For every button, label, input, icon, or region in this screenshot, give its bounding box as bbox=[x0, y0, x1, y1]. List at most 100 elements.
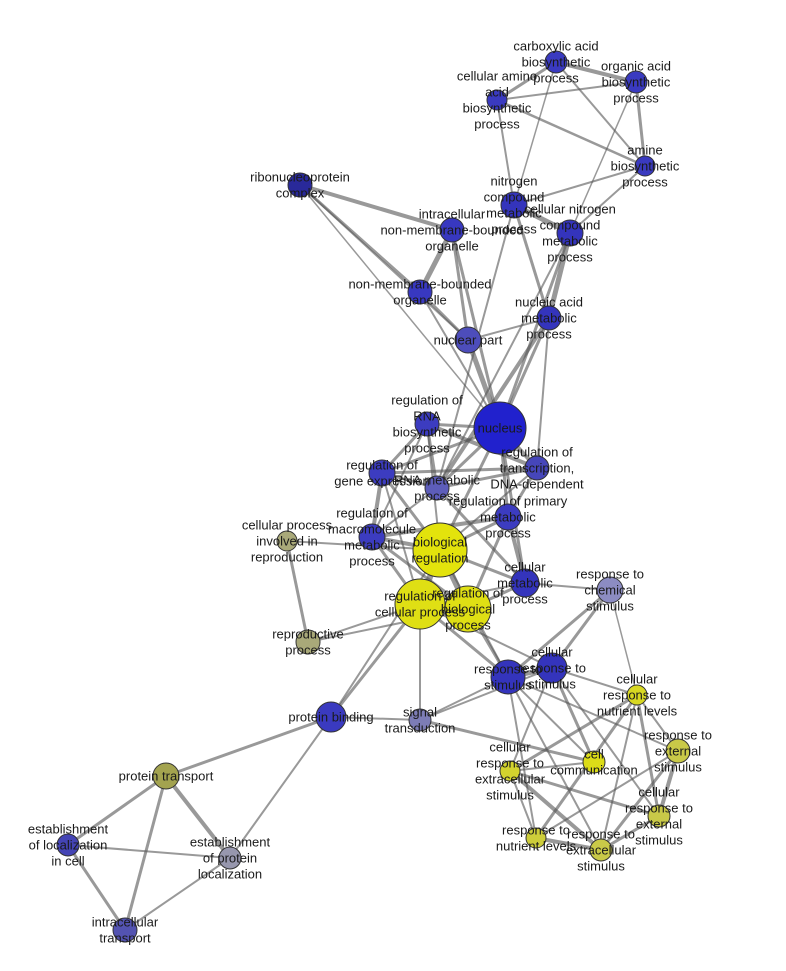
edge-rs-res bbox=[507, 676, 679, 752]
node-rs[interactable] bbox=[490, 659, 526, 695]
node-caa[interactable] bbox=[486, 89, 508, 111]
edge-org-amine bbox=[634, 80, 647, 168]
edges-layer bbox=[66, 60, 680, 932]
edge-org-caa bbox=[496, 81, 637, 101]
edge-amine-nitro bbox=[513, 165, 646, 206]
node-inmb[interactable] bbox=[439, 217, 465, 243]
edge-amine-cnc bbox=[569, 165, 646, 234]
node-elic[interactable] bbox=[56, 833, 80, 857]
node-rextra[interactable] bbox=[589, 838, 613, 862]
edge-crnl-cres bbox=[508, 693, 639, 773]
edge-res-rnl bbox=[535, 750, 679, 839]
node-nam[interactable] bbox=[536, 305, 562, 331]
node-ptrans[interactable] bbox=[152, 762, 180, 790]
edge-org-cnc bbox=[569, 81, 637, 234]
edge-cres-rnl bbox=[509, 770, 537, 839]
node-bioreg[interactable] bbox=[412, 522, 468, 578]
edge-ribo-inmb bbox=[298, 183, 454, 232]
node-rnam[interactable] bbox=[424, 475, 450, 501]
edge-ptrans-itrans bbox=[123, 774, 168, 932]
edge-crnl-rextra bbox=[600, 694, 638, 851]
edge-ccom-cres bbox=[509, 761, 595, 772]
node-crs[interactable] bbox=[536, 652, 568, 684]
edge-ptrans-elic bbox=[66, 774, 168, 847]
node-cnc[interactable] bbox=[556, 219, 584, 247]
node-itrans[interactable] bbox=[112, 917, 138, 943]
node-rmmp[interactable] bbox=[358, 523, 386, 551]
edge-rs-rextra bbox=[507, 676, 602, 851]
edge-cres-rextra bbox=[508, 769, 603, 852]
node-epl[interactable] bbox=[218, 846, 242, 870]
node-rcp[interactable] bbox=[394, 578, 446, 630]
node-npart[interactable] bbox=[454, 326, 482, 354]
edge-crs-cres bbox=[509, 667, 553, 772]
edge-caa-amine bbox=[495, 98, 647, 168]
edge-crs-sigt bbox=[419, 667, 553, 721]
edge-pbind-bioreg bbox=[330, 549, 441, 718]
node-rnl[interactable] bbox=[525, 827, 547, 849]
edge-cpir-repro bbox=[285, 539, 310, 644]
nodes-layer bbox=[56, 50, 691, 943]
edge-nitro-nam bbox=[512, 203, 551, 320]
edge-carb-amine bbox=[555, 61, 646, 167]
edge-ribo-nucleus bbox=[299, 184, 501, 429]
node-rrna[interactable] bbox=[414, 411, 440, 437]
node-res[interactable] bbox=[665, 738, 691, 764]
edge-rnam-cmp bbox=[435, 486, 527, 585]
edge-cnc-rnam bbox=[436, 232, 571, 489]
edge-elic-itrans bbox=[66, 843, 127, 932]
edge-caa-nitro bbox=[496, 99, 515, 206]
edge-crs-ccom bbox=[550, 666, 596, 764]
node-cres[interactable] bbox=[499, 760, 521, 782]
edge-rrna-rmmp bbox=[371, 423, 428, 538]
node-cmp[interactable] bbox=[510, 568, 540, 598]
node-carb[interactable] bbox=[544, 50, 568, 74]
edge-rs-rchem bbox=[506, 588, 612, 679]
edge-nam-rtdd bbox=[536, 317, 550, 469]
node-ribo[interactable] bbox=[287, 172, 313, 198]
node-ccom[interactable] bbox=[582, 750, 606, 774]
edge-crnl-crexs bbox=[635, 693, 661, 818]
node-org[interactable] bbox=[624, 70, 648, 94]
edge-rs-rnl bbox=[507, 676, 537, 839]
edge-epl-elic bbox=[67, 844, 231, 859]
node-repro[interactable] bbox=[295, 629, 321, 655]
edge-res-rextra bbox=[599, 749, 680, 852]
node-crexs[interactable] bbox=[647, 804, 671, 828]
node-nmb[interactable] bbox=[407, 279, 433, 305]
edge-ribo-npart bbox=[299, 184, 469, 341]
node-cpir[interactable] bbox=[276, 530, 298, 552]
edge-sigt-ccom bbox=[418, 718, 596, 764]
edge-rtdd-rnam bbox=[435, 466, 539, 490]
edge-nam-npart bbox=[467, 317, 550, 341]
edge-pbind-epl bbox=[229, 716, 332, 859]
edge-rs-ccom bbox=[507, 676, 595, 763]
edge-inmb-npart bbox=[450, 228, 470, 342]
edge-carb-org bbox=[554, 60, 638, 84]
node-nitro[interactable] bbox=[500, 191, 528, 219]
edge-rtdd-rge bbox=[380, 466, 539, 475]
edge-cnc-nucleus bbox=[498, 231, 572, 430]
edge-epl-itrans bbox=[124, 857, 231, 931]
node-nucleus[interactable] bbox=[473, 401, 527, 455]
edge-carb-caa bbox=[495, 60, 558, 102]
edge-crexs-cres bbox=[508, 769, 661, 818]
edge-inmb-nucleus bbox=[450, 228, 502, 430]
edge-ptrans-epl bbox=[164, 774, 232, 860]
node-sigt[interactable] bbox=[408, 708, 432, 732]
node-rchem[interactable] bbox=[596, 576, 624, 604]
edge-rnam-rmmp bbox=[371, 487, 438, 538]
edge-crs-rchem bbox=[550, 588, 612, 670]
node-amine[interactable] bbox=[634, 155, 656, 177]
node-rpmp[interactable] bbox=[494, 503, 522, 531]
node-crnl[interactable] bbox=[626, 684, 648, 706]
edge-pbind-ptrans bbox=[164, 715, 333, 778]
node-pbind[interactable] bbox=[315, 701, 347, 733]
node-rbp[interactable] bbox=[444, 585, 492, 633]
node-rge[interactable] bbox=[368, 459, 396, 487]
edge-carb-nitro bbox=[513, 61, 557, 206]
node-rtdd[interactable] bbox=[524, 455, 550, 481]
